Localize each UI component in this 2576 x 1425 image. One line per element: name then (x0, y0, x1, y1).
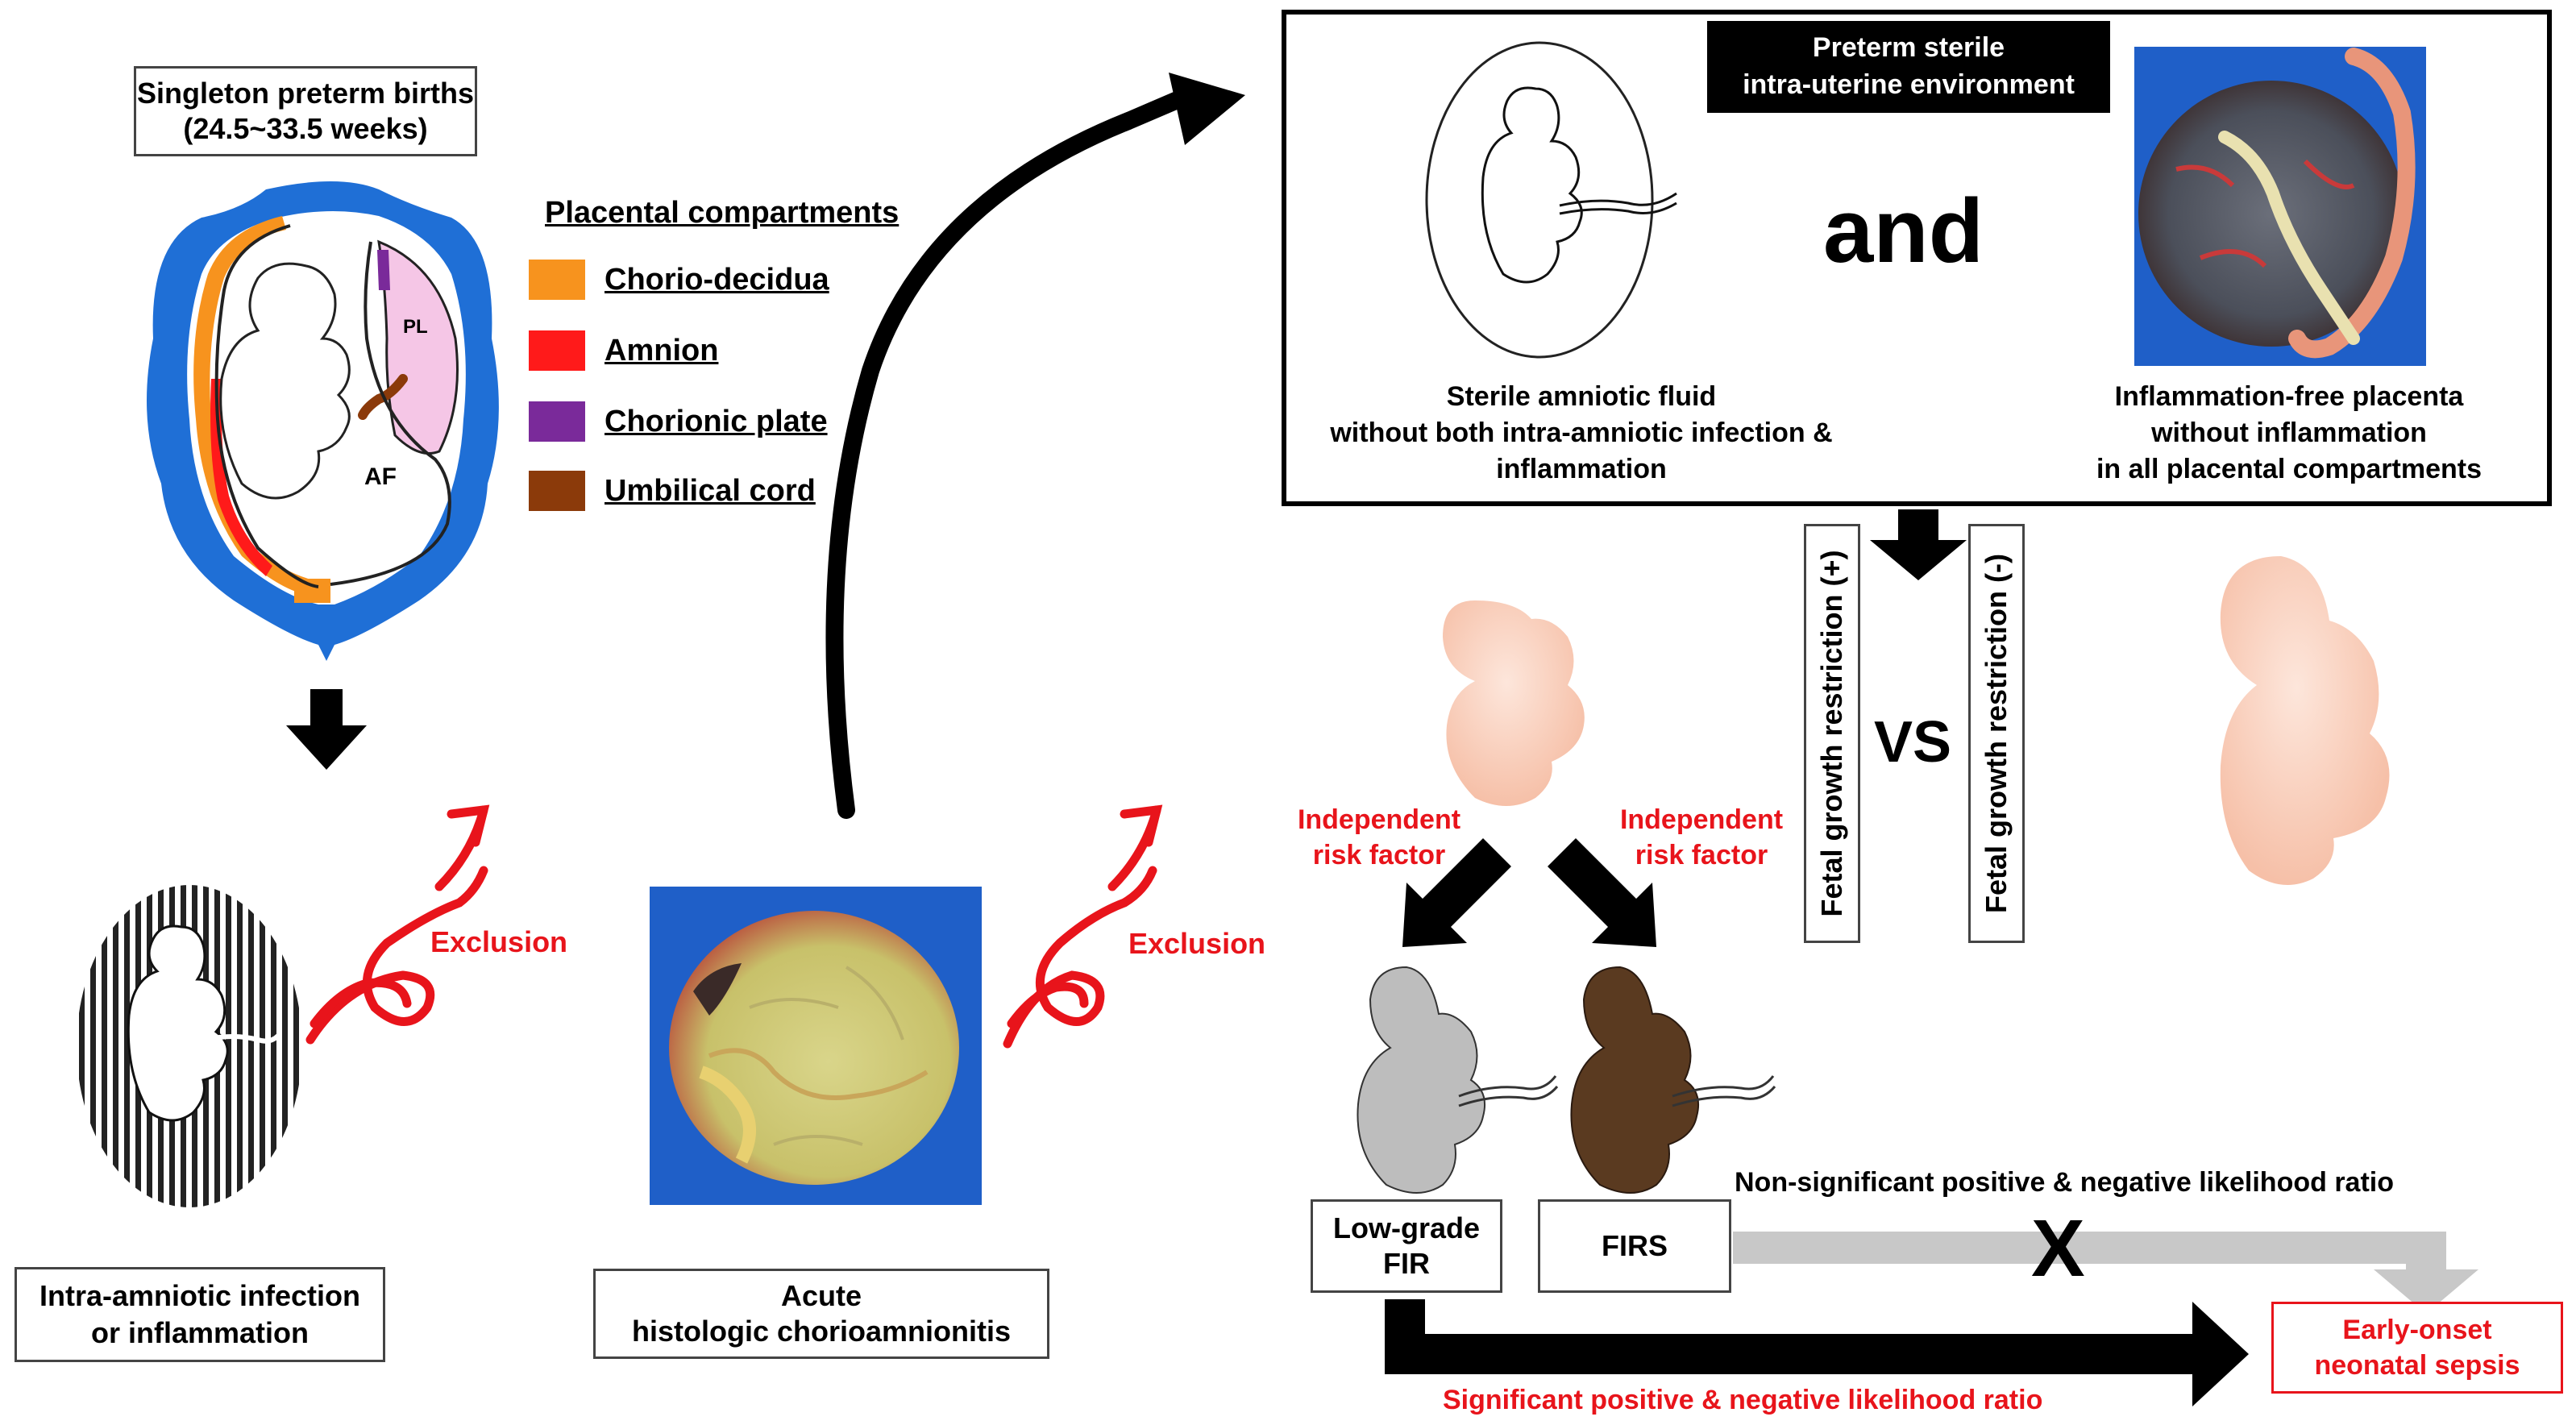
risk-right-line2: risk factor (1635, 840, 1768, 870)
legend-item-chorio-decidua: Chorio-decidua (529, 260, 829, 300)
fgr-negative-box: Fetal growth restriction (-) (1968, 524, 2025, 943)
chorioamnionitis-line1: Acute (780, 1279, 862, 1312)
exclusion-label-mid: Exclusion (1128, 927, 1266, 960)
risk-left-line2: risk factor (1312, 840, 1446, 870)
exclusion-spiral-left (305, 804, 490, 1045)
legend-label: Chorio-decidua (605, 262, 829, 297)
pl-label: PL (403, 316, 428, 338)
legend-item-chorionic-plate: Chorionic plate (529, 401, 828, 442)
firs-box: FIRS (1538, 1199, 1731, 1293)
fetus-white-silhouette (127, 924, 229, 1122)
sepsis-line1: Early-onset (2342, 1315, 2492, 1345)
significant-label: Significant positive & negative likeliho… (1443, 1385, 2043, 1415)
sepsis-line2: neonatal sepsis (2314, 1350, 2520, 1381)
legend-item-umbilical-cord: Umbilical cord (529, 471, 816, 511)
start-box-line1: Singleton preterm births (136, 77, 475, 110)
neonatal-sepsis-box: Early-onset neonatal sepsis (2271, 1302, 2563, 1394)
chorionic-plate (377, 250, 390, 290)
firs-label: FIRS (1601, 1229, 1668, 1262)
and-text: and (1823, 181, 1984, 281)
sterile-header-line1: Preterm sterile (1812, 32, 2005, 63)
down-arrow-left (286, 689, 367, 770)
start-box-line2: (24.5~33.5 weeks) (183, 112, 428, 145)
chorioamnionitis-line2: histologic chorioamnionitis (631, 1315, 1012, 1348)
chorioamnionitis-box: Acute histologic chorioamnionitis (593, 1269, 1049, 1359)
low-grade-line1: Low-grade (1332, 1211, 1480, 1244)
sterile-left-line1: Sterile amniotic fluid (1446, 381, 1717, 412)
inflammation-free-placenta-photo (2134, 47, 2426, 366)
risk-factor-right: Independent risk factor (1593, 802, 1810, 873)
af-label: AF (364, 463, 397, 490)
legend-item-amnion: Amnion (529, 330, 718, 371)
fgr-negative-label: Fetal growth restriction (-) (1980, 553, 2013, 914)
fetus-outline (219, 262, 351, 500)
uterus-diagram (147, 181, 499, 661)
big-curved-arrow (825, 88, 1194, 819)
sterile-header-line2: intra-uterine environment (1743, 69, 2075, 100)
sterile-left-line3: inflammation (1496, 454, 1667, 484)
arrow-to-fir (1402, 838, 1511, 947)
umbilical-cord (358, 374, 408, 420)
vs-label: VS (1874, 710, 1952, 775)
fetus-fgr-positive (1443, 600, 1585, 806)
chorioamnionitis-photo (650, 887, 982, 1205)
low-grade-line2: FIR (1383, 1247, 1430, 1280)
sterile-left-line2: without both intra-amniotic infection & (1330, 418, 1833, 448)
legend-label: Umbilical cord (605, 473, 816, 508)
legend-label: Chorionic plate (605, 404, 828, 438)
legend-swatch (529, 330, 585, 371)
x-mark: X (2031, 1203, 2085, 1294)
amnion-line (214, 224, 319, 588)
low-grade-fir-box: Low-grade FIR (1311, 1199, 1502, 1293)
non-significant-label: Non-significant positive & negative like… (1735, 1167, 2394, 1198)
membrane-line (330, 241, 451, 586)
legend-swatch (529, 260, 585, 300)
legend-title: Placental compartments (545, 196, 900, 230)
singleton-preterm-box: Singleton preterm births (24.5~33.5 week… (134, 66, 477, 156)
fgr-positive-label: Fetal growth restriction (+) (1815, 550, 1848, 917)
exclusion-label-left: Exclusion (430, 925, 568, 958)
sterile-environment-frame (1282, 10, 2552, 506)
exclusion-spiral-mid (1003, 804, 1163, 1049)
sterile-right-line1: Inflammation-free placenta (2114, 381, 2464, 412)
intra-amniotic-line2: or inflammation (90, 1316, 310, 1349)
fetus-fgr-negative (2220, 556, 2390, 885)
legend-swatch (529, 401, 585, 442)
risk-factor-left: Independent risk factor (1270, 802, 1488, 873)
intra-amniotic-line1: Intra-amniotic infection (39, 1279, 361, 1312)
sterile-amniotic-oval (1425, 41, 1677, 359)
sterile-left-caption: Sterile amniotic fluid without both intr… (1299, 379, 1863, 488)
fgr-positive-box: Fetal growth restriction (+) (1804, 524, 1860, 943)
gray-arrow (1733, 1232, 2478, 1314)
infected-amniotic-oval (77, 885, 302, 1207)
risk-left-line1: Independent (1297, 804, 1461, 835)
arrow-to-firs (1548, 838, 1656, 947)
intra-amniotic-box: Intra-amniotic infection or inflammation (15, 1267, 385, 1362)
sterile-header: Preterm sterile intra-uterine environmen… (1707, 21, 2110, 113)
cervix-block (294, 579, 330, 603)
fir-fetus (1357, 966, 1486, 1194)
sterile-right-line3: in all placental compartments (2096, 454, 2483, 484)
legend-label: Amnion (605, 333, 719, 368)
firs-fetus (1570, 966, 1700, 1194)
down-arrow-sterile (1870, 509, 1967, 580)
sterile-right-caption: Inflammation-free placenta without infla… (2039, 379, 2539, 488)
legend-swatch (529, 471, 585, 511)
risk-right-line1: Independent (1619, 804, 1784, 835)
black-arrow (1385, 1299, 2249, 1406)
sterile-right-line2: without inflammation (2151, 418, 2427, 448)
